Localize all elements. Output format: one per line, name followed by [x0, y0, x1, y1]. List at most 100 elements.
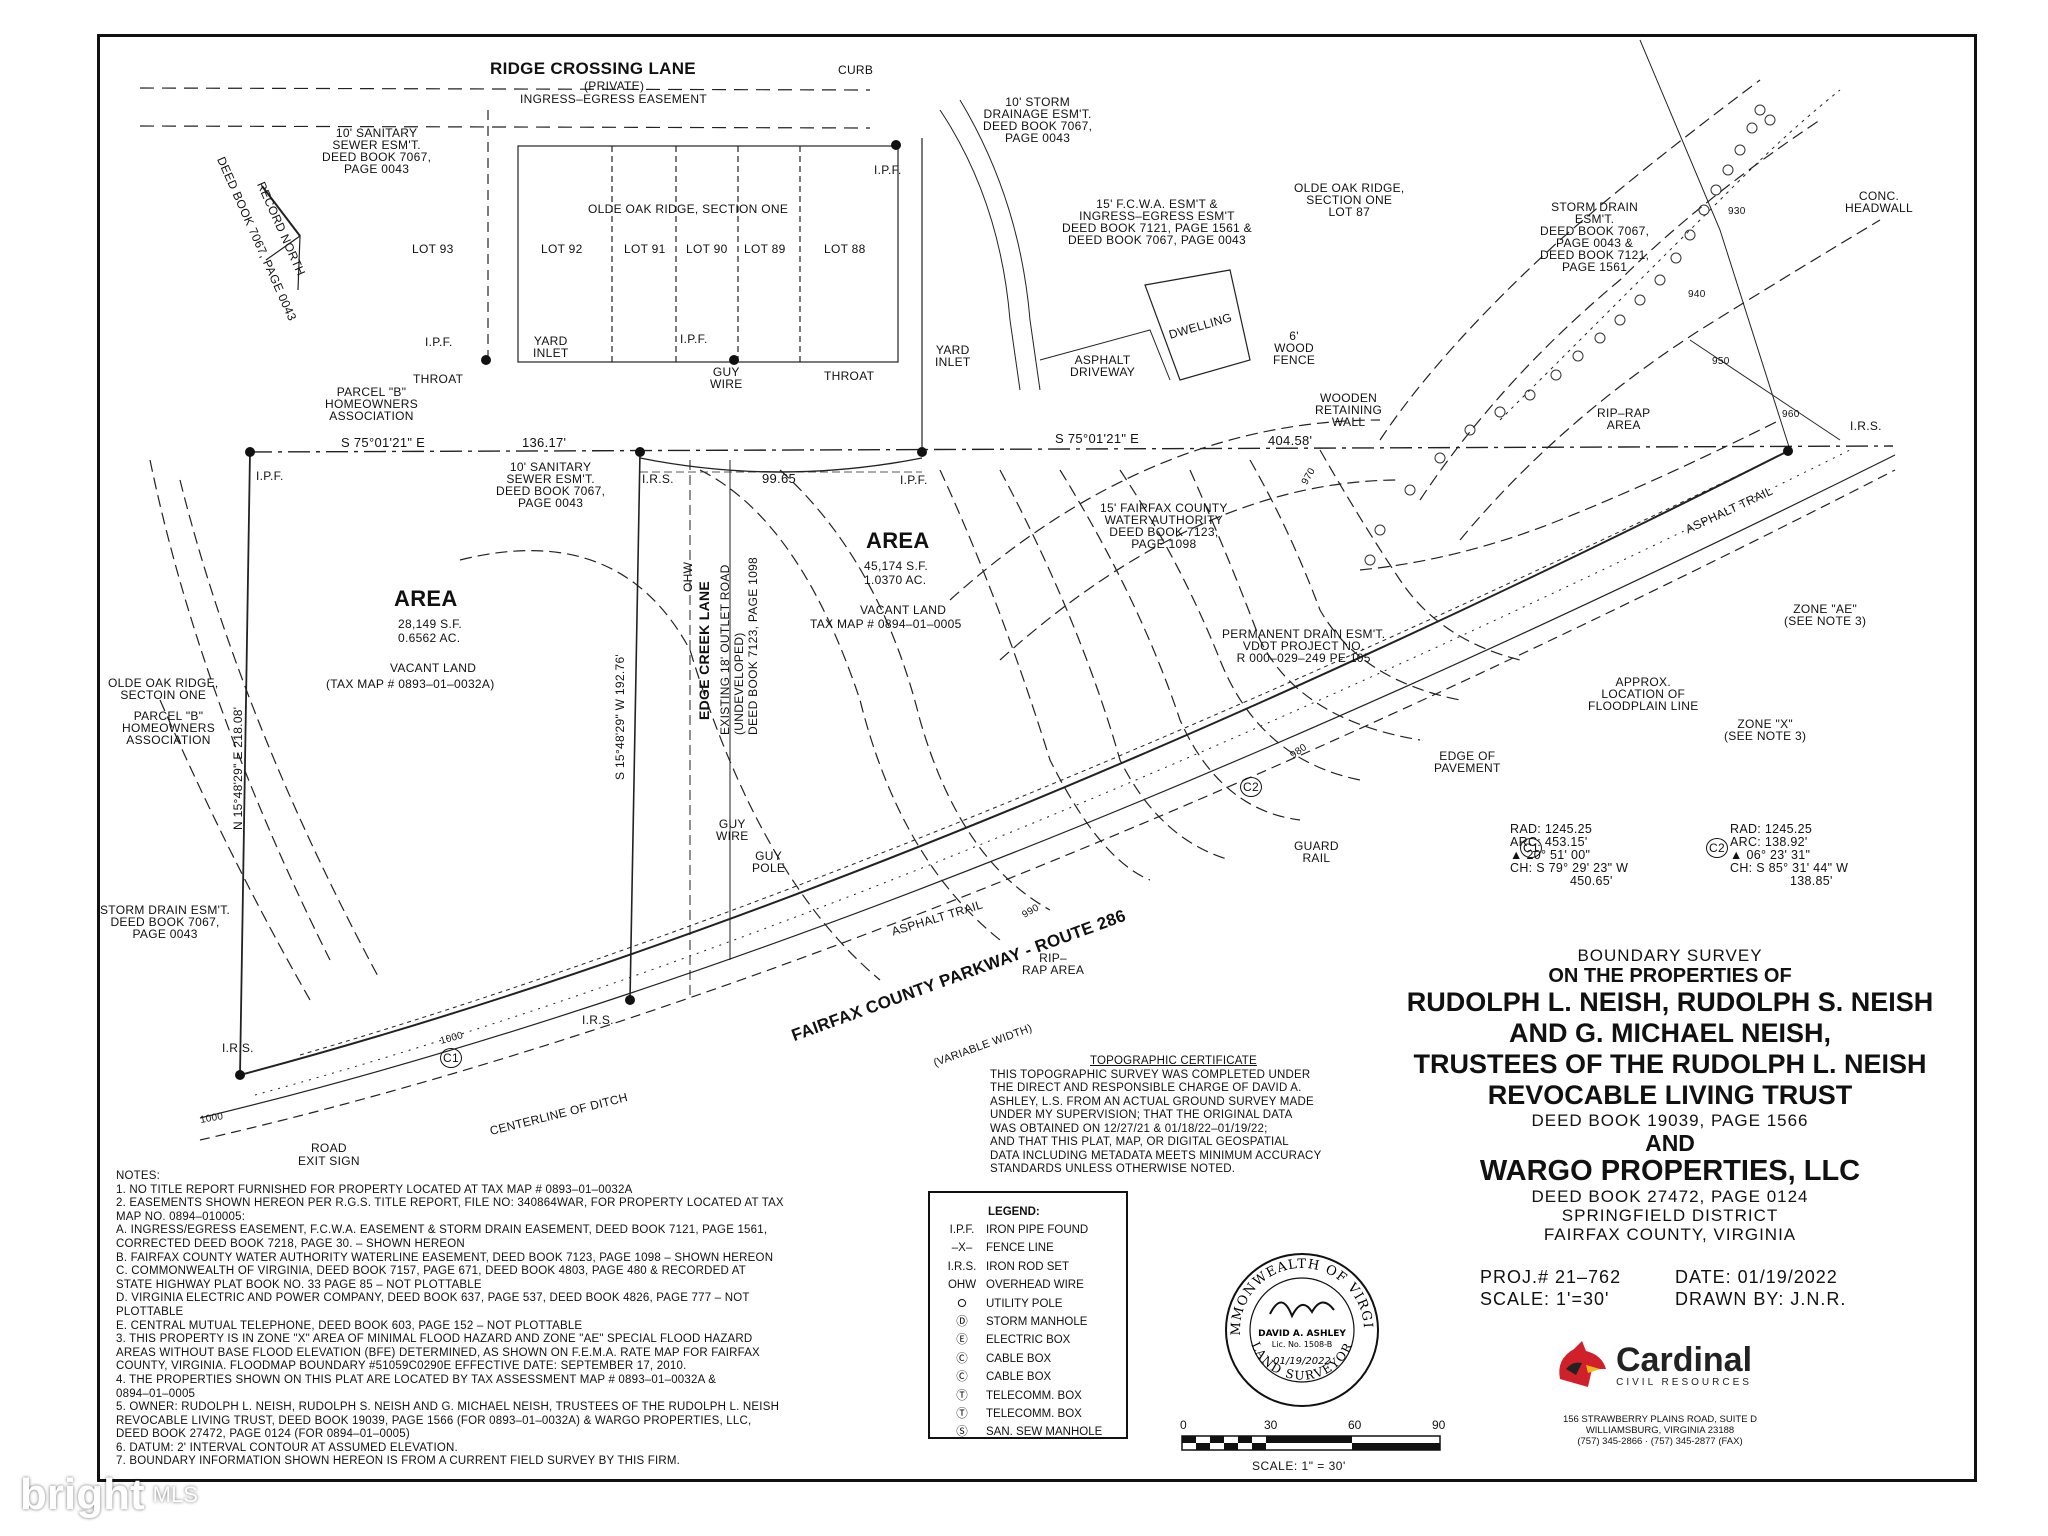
bearing-left: N 15°48'29" E 218.08' — [231, 706, 245, 830]
sanitary-top-line: DEED BOOK 7067, — [322, 150, 432, 164]
note-line: PLOTTABLE — [116, 1305, 184, 1318]
surveyor-seal: COMMONWEALTH OF VIRGINIA LAND SURVEYOR D… — [1216, 1239, 1382, 1410]
lot-88: LOT 88 — [824, 242, 866, 256]
edge-creek-sub: EXISTING 18' OUTLET ROAD (UNDEVELOPED) D… — [718, 557, 760, 735]
ipf-label: I.P.F. — [256, 469, 284, 483]
fcwa-line: 15' F.C.W.A. ESM'T & — [1096, 197, 1218, 211]
bearing-top-left: S 75°01'21" E — [341, 435, 426, 450]
telecomm-box-icon: Ⓣ — [956, 1389, 968, 1402]
notes-section: NOTES: 1. NO TITLE REPORT FURNISHED FOR … — [116, 1170, 896, 1469]
area-right-ac: 1.0370 AC. — [864, 573, 927, 587]
sanitary-easement-mid: 10' SANITARY SEWER ESM'T. DEED BOOK 7067… — [496, 461, 605, 509]
curve2-line: RAD: 1245.25 — [1730, 822, 1813, 836]
topo-line: THE DIRECT AND RESPONSIBLE CHARGE OF DAV… — [990, 1082, 1302, 1094]
seal-name: DAVID A. ASHLEY — [1258, 1329, 1346, 1339]
title-and: AND — [1645, 1130, 1695, 1156]
note-line: DEED BOOK 27472, PAGE 0124 (FOR 0894–01–… — [116, 1428, 410, 1441]
drain-easement-line: R 000–029–249 PE 105 — [1236, 651, 1371, 665]
storm-drain-right-line: STORM DRAIN — [1551, 200, 1639, 214]
scale-tick: 0 — [1180, 1418, 1187, 1432]
contour-label-930: 930 — [1728, 206, 1746, 217]
road-easement-label: INGRESS–EGRESS EASEMENT — [520, 92, 707, 106]
floodplain-line: APPROX. — [1615, 675, 1671, 689]
road-private-label: (PRIVATE) — [584, 79, 645, 93]
storm-drain-left-line: STORM DRAIN ESM'T. — [100, 903, 231, 917]
legend-label: TELECOMM. BOX — [986, 1389, 1082, 1402]
note-line: AREAS WITHOUT BASE FLOOD ELEVATION (BFE)… — [116, 1346, 760, 1359]
yard-inlet-right: YARD INLET — [935, 344, 971, 368]
firm-phone: (757) 345-2866 · (757) 345-2877 (FAX) — [1577, 1436, 1743, 1447]
legend-symbol: I.R.S. — [947, 1260, 977, 1273]
contour-label-960: 960 — [1782, 409, 1800, 420]
bearing-mid: S 15°48'29" W 192.76' — [613, 653, 627, 780]
ipf-label: I.P.F. — [874, 163, 902, 177]
curve-c1-marker: C1 — [440, 1048, 462, 1068]
fcwa-line: INGRESS–EGRESS ESM'T — [1079, 209, 1235, 223]
project-scale: SCALE: 1'=30' — [1480, 1289, 1610, 1309]
sanitary-mid-line: DEED BOOK 7067, — [496, 484, 606, 498]
scale-tick: 60 — [1348, 1418, 1362, 1432]
distance-404: 404.58' — [1268, 433, 1313, 448]
note-line: 6. DATUM: 2' INTERVAL CONTOUR AT ASSUMED… — [116, 1441, 458, 1454]
rip-rap-line: RIP–RAP — [1597, 406, 1651, 420]
retaining-wall-line: WOODEN — [1320, 391, 1378, 405]
irs-label: I.R.S. — [222, 1041, 254, 1055]
olde-oak-left-line: OLDE OAK RIDGE, — [108, 676, 219, 690]
legend-label: OVERHEAD WIRE — [986, 1279, 1084, 1292]
drain-easement-line: PERMANENT DRAIN ESM'T. — [1222, 627, 1386, 641]
parcel-b-line: ASSOCIATION — [329, 409, 414, 423]
note-line: 4. THE PROPERTIES SHOWN ON THIS PLAT ARE… — [116, 1373, 717, 1386]
topo-line: UNDER MY SUPERVISION; THAT THE ORIGINAL … — [990, 1109, 1293, 1121]
olde-oak-lot87: OLDE OAK RIDGE, SECTION ONE LOT 87 — [1294, 182, 1405, 218]
storm-drain-right: STORM DRAIN ESM'T. DEED BOOK 7067, PAGE … — [1540, 201, 1649, 273]
area-left-land: VACANT LAND — [390, 661, 477, 675]
parcel-b-left: PARCEL "B" HOMEOWNERS ASSOCIATION — [122, 710, 215, 746]
legend-row: Ⓣ TELECOMM. BOX — [938, 1387, 1118, 1405]
parcel-b-top: PARCEL "B" HOMEOWNERS ASSOCIATION — [325, 386, 418, 422]
area-right-land: VACANT LAND — [860, 603, 947, 617]
note-line: E. CENTRAL MUTUAL TELEPHONE, DEED BOOK 6… — [116, 1319, 583, 1332]
legend-box: LEGEND: I.P.F.IRON PIPE FOUND –X–FENCE L… — [928, 1191, 1128, 1439]
storm-drain-right-line: DEED BOOK 7121, — [1540, 248, 1650, 262]
contour-label-950: 950 — [1712, 356, 1730, 367]
guard-rail: GUARD RAIL — [1294, 840, 1339, 864]
wood-fence-line: 6' — [1289, 329, 1299, 343]
zone-x: ZONE "X" (SEE NOTE 3) — [1724, 718, 1806, 742]
watermark-brand: bright — [20, 1470, 145, 1519]
legend-symbol: OHW — [947, 1279, 977, 1292]
note-line: 7. BOUNDARY INFORMATION SHOWN HEREON IS … — [116, 1455, 681, 1468]
lot-93: LOT 93 — [412, 242, 454, 256]
project-date: DATE: 01/19/2022 — [1675, 1267, 1838, 1287]
legend-label: SAN. SEW MANHOLE — [986, 1426, 1103, 1439]
parcel-b-left-line: HOMEOWNERS — [122, 721, 215, 735]
note-line: STATE HIGHWAY PLAT BOOK NO. 33 PAGE 85 –… — [116, 1278, 482, 1291]
note-line: 2. EASEMENTS SHOWN HEREON PER R.G.S. TIT… — [116, 1197, 784, 1210]
topo-line: AND THAT THIS PLAT, MAP, OR DIGITAL GEOS… — [990, 1136, 1289, 1148]
storm-drainage-line: 10' STORM — [1005, 95, 1070, 109]
curve-c2-marker: C2 — [1240, 777, 1262, 797]
topographic-certificate: TOPOGRAPHIC CERTIFICATE THIS TOPOGRAPHIC… — [990, 1055, 1360, 1177]
plat-sheet-border — [97, 34, 1977, 1482]
title-district: SPRINGFIELD DISTRICT — [1561, 1206, 1779, 1225]
fairfax-water-line: WATER AUTHORITY — [1104, 513, 1224, 527]
fairfax-water-line: DEED BOOK 7123, — [1109, 525, 1219, 539]
note-line: COUNTY, VIRGINIA. FLOODMAP BOUNDARY #510… — [116, 1360, 687, 1373]
asphalt-driveway-line: DRIVEWAY — [1070, 365, 1136, 379]
sanitary-mid-line: PAGE 0043 — [518, 496, 584, 510]
storm-drain-right-line: PAGE 0043 & — [1556, 236, 1634, 250]
title-wargo: WARGO PROPERTIES, LLC — [1479, 1155, 1861, 1187]
olde-oak-lot87-line: OLDE OAK RIDGE, — [1294, 181, 1405, 195]
legend-label: IRON ROD SET — [986, 1260, 1070, 1273]
storm-manhole-icon: Ⓓ — [956, 1316, 968, 1329]
sanitary-top-line: SEWER ESM'T. — [332, 138, 421, 152]
storm-drain-right-line: ESM'T. — [1574, 212, 1615, 226]
title-owners-line3: TRUSTEES OF THE RUDOLPH L. NEISH — [1413, 1049, 1927, 1079]
storm-drain-left-line: DEED BOOK 7067, — [110, 915, 220, 929]
edge-creek-sub-line: (UNDEVELOPED) — [732, 632, 746, 735]
asphalt-driveway-line: ASPHALT — [1074, 353, 1131, 367]
olde-oak-left-line: SECTOIN ONE — [120, 688, 207, 702]
note-line: REVOCABLE LIVING TRUST, DEED BOOK 19039,… — [116, 1414, 752, 1427]
parcel-b-left-line: ASSOCIATION — [126, 733, 211, 747]
